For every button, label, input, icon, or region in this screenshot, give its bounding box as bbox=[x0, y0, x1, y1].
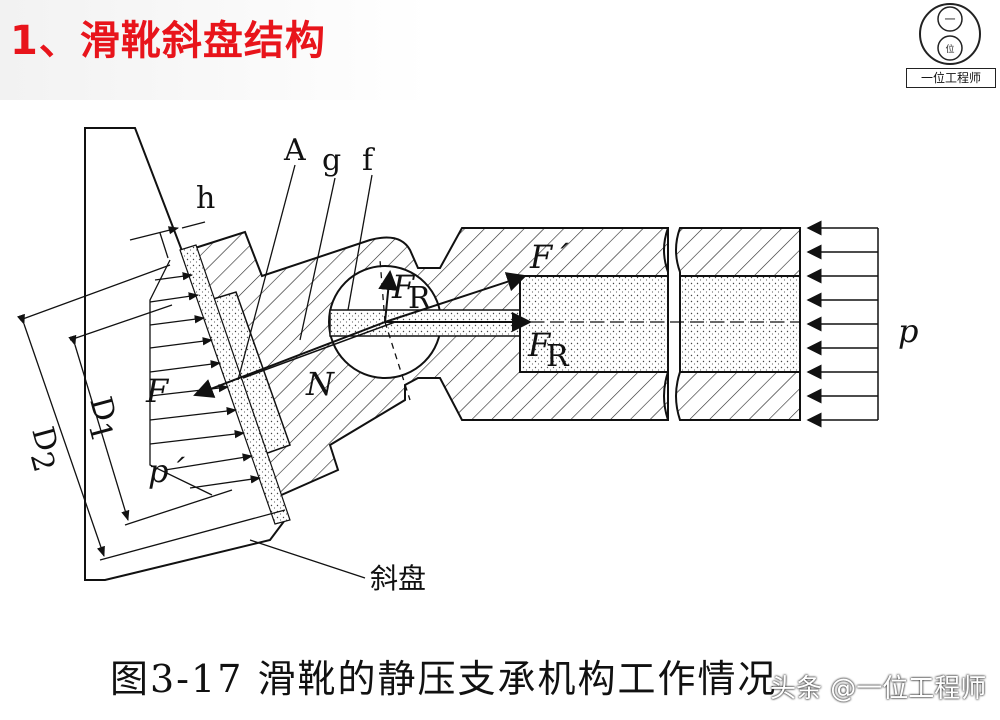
label-p: p bbox=[898, 312, 918, 350]
label-f: f bbox=[362, 143, 375, 178]
pressure-p-prime-arrows bbox=[149, 259, 262, 496]
label-fr-bottom: F bbox=[527, 326, 552, 364]
force-lines bbox=[193, 259, 800, 401]
label-force-f: F bbox=[145, 372, 170, 410]
label-n: N bbox=[305, 365, 335, 403]
pressure-p-arrows bbox=[806, 220, 879, 428]
label-swashplate: 斜盘 bbox=[370, 562, 426, 595]
label-p-prime: p´ bbox=[148, 452, 185, 490]
label-fr-bottom-sub: R bbox=[546, 339, 570, 374]
label-g: g bbox=[322, 143, 341, 178]
dimension-lines bbox=[17, 164, 373, 579]
label-h: h bbox=[196, 181, 215, 216]
label-f-prime: F´ bbox=[529, 238, 569, 276]
label-a: A bbox=[283, 133, 306, 168]
cylinder-right bbox=[663, 227, 801, 421]
label-d2: D bbox=[24, 423, 64, 455]
figure-caption: 图3-17 滑靴的静压支承机构工作情况 bbox=[110, 657, 778, 701]
logo-char-2: 位 bbox=[945, 43, 954, 55]
logo-emblem-icon: 一 位 bbox=[919, 3, 981, 65]
label-fr-top-sub: R bbox=[408, 281, 432, 316]
logo-char-1: 一 bbox=[945, 13, 956, 26]
page-title: 1、滑靴斜盘结构 bbox=[10, 18, 326, 64]
logo-text: 一位工程师 bbox=[906, 68, 996, 88]
swashplate-body bbox=[84, 127, 287, 581]
label-fr-top: F bbox=[391, 268, 416, 306]
watermark: 头条 @一位工程师 bbox=[770, 674, 987, 704]
label-d2-sub: 2 bbox=[23, 448, 62, 476]
